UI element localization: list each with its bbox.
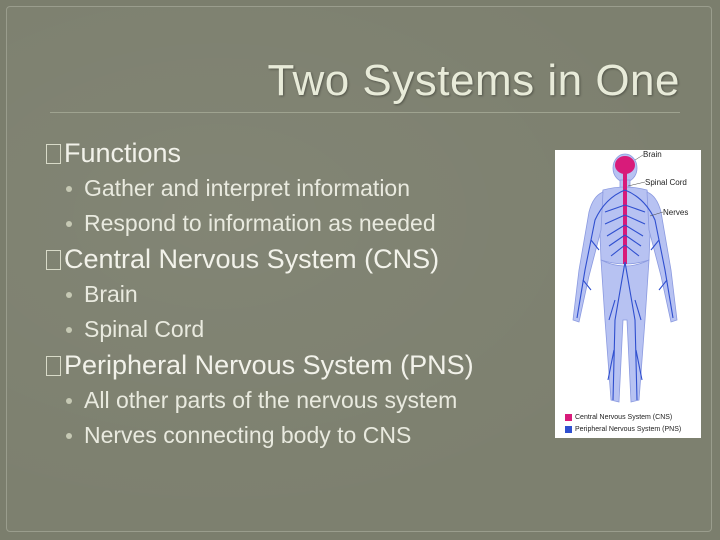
legend-swatch-cns [565, 414, 572, 421]
title-divider [50, 112, 680, 113]
bullet-dot-icon [66, 185, 72, 192]
bullet-box-icon [46, 250, 61, 270]
section-functions: Functions Gather and interpret informati… [46, 135, 566, 241]
bullet-text: Brain [84, 281, 138, 307]
label-spinal-cord: Spinal Cord [645, 178, 687, 187]
bullet-dot-icon [66, 397, 72, 404]
bullet-text: Respond to information as needed [84, 210, 436, 236]
bullet-item: Respond to information as needed [46, 206, 566, 241]
human-nervous-system-illustration [572, 153, 678, 403]
legend-swatch-pns [565, 426, 572, 433]
bullet-dot-icon [66, 326, 72, 333]
bullet-dot-icon [66, 291, 72, 298]
bullet-text: Spinal Cord [84, 316, 205, 342]
legend-cns: Central Nervous System (CNS) [565, 414, 672, 421]
bullet-dot-icon [66, 220, 72, 227]
section-heading: Central Nervous System (CNS) [46, 241, 566, 277]
bullet-item: All other parts of the nervous system [46, 383, 566, 418]
label-brain: Brain [643, 150, 662, 159]
legend-text: Peripheral Nervous System (PNS) [575, 426, 682, 433]
bullet-box-icon [46, 356, 61, 376]
legend-text: Central Nervous System (CNS) [575, 414, 673, 421]
bullet-text: All other parts of the nervous system [84, 387, 458, 413]
label-nerves: Nerves [663, 208, 689, 217]
bullet-text: Gather and interpret information [84, 175, 411, 201]
bullet-text: Nerves connecting body to CNS [84, 422, 412, 448]
slide-title: Two Systems in One [267, 56, 680, 105]
section-cns: Central Nervous System (CNS) Brain Spina… [46, 241, 566, 347]
bullet-dot-icon [66, 432, 72, 439]
heading-text: Central Nervous System (CNS) [64, 243, 440, 274]
heading-text: Functions [64, 137, 182, 168]
legend-pns: Peripheral Nervous System (PNS) [565, 426, 681, 433]
bullet-box-icon [46, 144, 61, 164]
heading-text: Peripheral Nervous System (PNS) [64, 349, 474, 380]
section-heading: Peripheral Nervous System (PNS) [46, 347, 566, 383]
section-heading: Functions [46, 135, 566, 171]
bullet-item: Spinal Cord [46, 312, 566, 347]
slide-content: Functions Gather and interpret informati… [46, 135, 566, 453]
bullet-item: Gather and interpret information [46, 171, 566, 206]
nervous-system-figure: Brain Spinal Cord Nerves Central Nervous… [555, 150, 701, 438]
bullet-item: Nerves connecting body to CNS [46, 418, 566, 453]
bullet-item: Brain [46, 277, 566, 312]
section-pns: Peripheral Nervous System (PNS) All othe… [46, 347, 566, 453]
